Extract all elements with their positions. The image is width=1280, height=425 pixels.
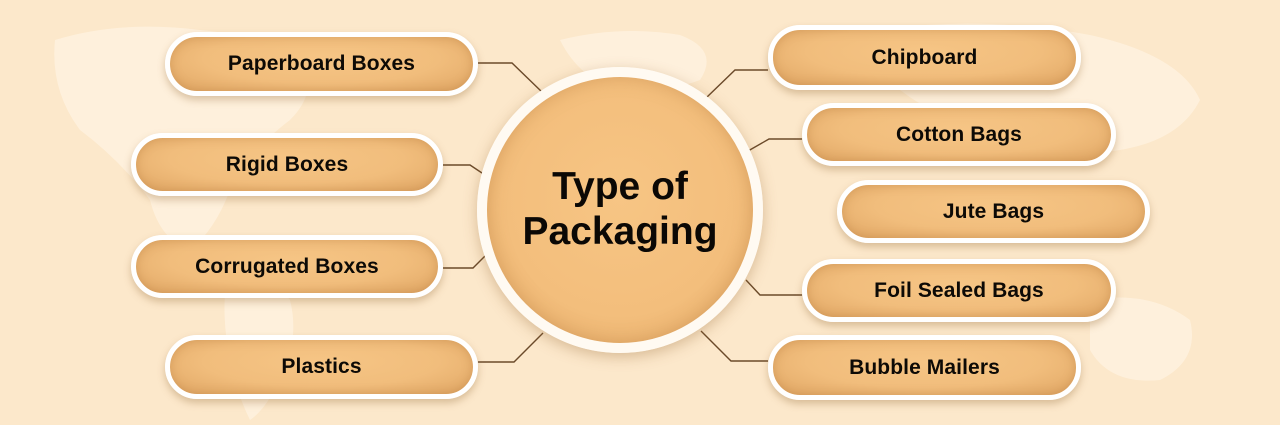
connector-chipboard — [705, 69, 768, 99]
node-label: Paperboard Boxes — [227, 52, 416, 75]
node-plastics[interactable]: Plastics — [165, 335, 478, 399]
node-label: Plastics — [281, 355, 362, 378]
connector-cotton — [747, 138, 802, 152]
node-label: Rigid Boxes — [225, 152, 349, 176]
node-label: Bubble Mailers — [849, 355, 1000, 379]
node-jute-bags[interactable]: Jute Bags — [837, 180, 1150, 243]
node-bubble-mailers[interactable]: Bubble Mailers — [768, 335, 1081, 400]
node-chipboard[interactable]: Chipboard — [768, 25, 1081, 90]
connector-foil — [745, 279, 802, 296]
node-label: Chipboard — [871, 45, 978, 69]
node-cotton-bags[interactable]: Cotton Bags — [802, 103, 1116, 166]
node-label: Cotton Bags — [896, 122, 1022, 146]
node-paperboard-boxes[interactable]: Paperboard Boxes — [165, 32, 478, 96]
center-hub-type-of-packaging: Type of Packaging — [477, 67, 763, 353]
node-label: Jute Bags — [942, 199, 1045, 223]
node-label: Corrugated Boxes — [195, 254, 379, 278]
connector-corrugated — [443, 254, 487, 269]
connector-rigid — [443, 164, 486, 176]
hub-title-line-2: Packaging — [522, 210, 718, 253]
connector-plastics — [478, 332, 544, 363]
node-label: Foil Sealed Bags — [874, 278, 1044, 302]
connector-bubble — [700, 330, 768, 362]
node-corrugated-boxes[interactable]: Corrugated Boxes — [131, 235, 443, 298]
connector-paperboard — [478, 62, 544, 94]
node-foil-sealed-bags[interactable]: Foil Sealed Bags — [802, 259, 1116, 322]
hub-title-line-1: Type of — [552, 165, 688, 208]
node-rigid-boxes[interactable]: Rigid Boxes — [131, 133, 443, 196]
